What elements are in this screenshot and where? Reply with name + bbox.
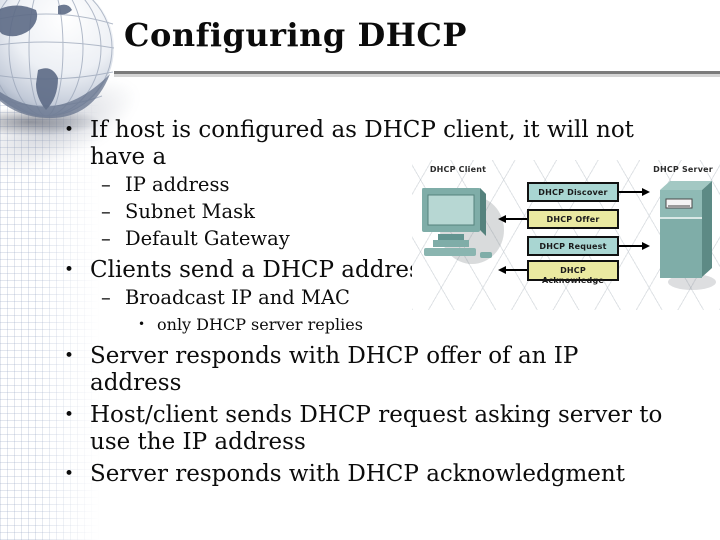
dhcp-offer-box: DHCP Offer [527,209,619,229]
bullet-marker: • [64,120,75,140]
bullet-item: • Server responds with DHCP acknowledgme… [0,461,720,488]
dhcp-request-box: DHCP Request [527,236,619,256]
bullet-marker: – [101,227,111,250]
bullet-marker: • [64,346,75,366]
bullet-marker: • [138,317,146,331]
bullet-text: Broadcast IP and MAC [125,286,350,309]
bullet-item: – IP address [0,171,720,198]
arrow-right-icon [619,242,650,250]
page-title: Configuring DHCP [124,16,467,54]
bullet-marker: – [101,173,111,196]
dhcp-server-label: DHCP Server [653,165,713,174]
bullet-item: – Default Gateway [0,225,720,252]
bullet-text: address [90,370,182,396]
dhcp-acknowledge-sublabel: Acknowledge [541,276,605,285]
bullet-text: only DHCP server replies [157,315,363,334]
dhcp-acknowledge-box: DHCP [527,260,619,281]
bullet-item: • Server responds with DHCP offer of an … [0,343,720,397]
bullet-text: Server responds with DHCP acknowledgment [90,461,625,487]
bullet-text: use the IP address [90,429,306,455]
bullet-marker: – [101,286,111,309]
bullet-text: Host/client sends DHCP request asking se… [90,402,663,428]
title-divider [114,71,720,74]
dhcp-diagram: DHCP Client DHCP Server DHCP Discover DH… [412,160,720,310]
bullet-item: • Host/client sends DHCP request asking … [0,402,720,456]
dhcp-discover-box: DHCP Discover [527,182,619,202]
bullet-marker: – [101,200,111,223]
bullet-text: have a [90,144,167,170]
bullet-text: If host is configured as DHCP client, it… [90,117,634,143]
bullet-text: Subnet Mask [125,200,255,223]
bullet-list: • If host is configured as DHCP client, … [0,112,720,488]
arrow-left-icon [498,215,527,223]
bullet-item: – Subnet Mask [0,198,720,225]
dhcp-client-label: DHCP Client [429,165,487,174]
bullet-marker: • [64,464,75,484]
bullet-item: • only DHCP server replies [0,311,720,338]
arrow-right-icon [619,188,650,196]
bullet-text: IP address [125,173,230,196]
bullet-item: • Clients send a DHCP addres [0,257,720,284]
bullet-text: Default Gateway [125,227,290,250]
bullet-marker: • [64,405,75,425]
globe-graphic [0,0,115,136]
bullet-marker: • [64,260,75,280]
globe-image [0,0,123,136]
server-tower-icon [660,181,716,290]
bullet-text: Server responds with DHCP offer of an IP [90,343,579,369]
bullet-text: Clients send a DHCP addres [90,257,421,283]
bullet-item: • If host is configured as DHCP client, … [0,117,720,171]
arrow-left-icon [498,266,527,274]
client-computer-icon [422,188,504,264]
bullet-item: – Broadcast IP and MAC [0,284,720,311]
